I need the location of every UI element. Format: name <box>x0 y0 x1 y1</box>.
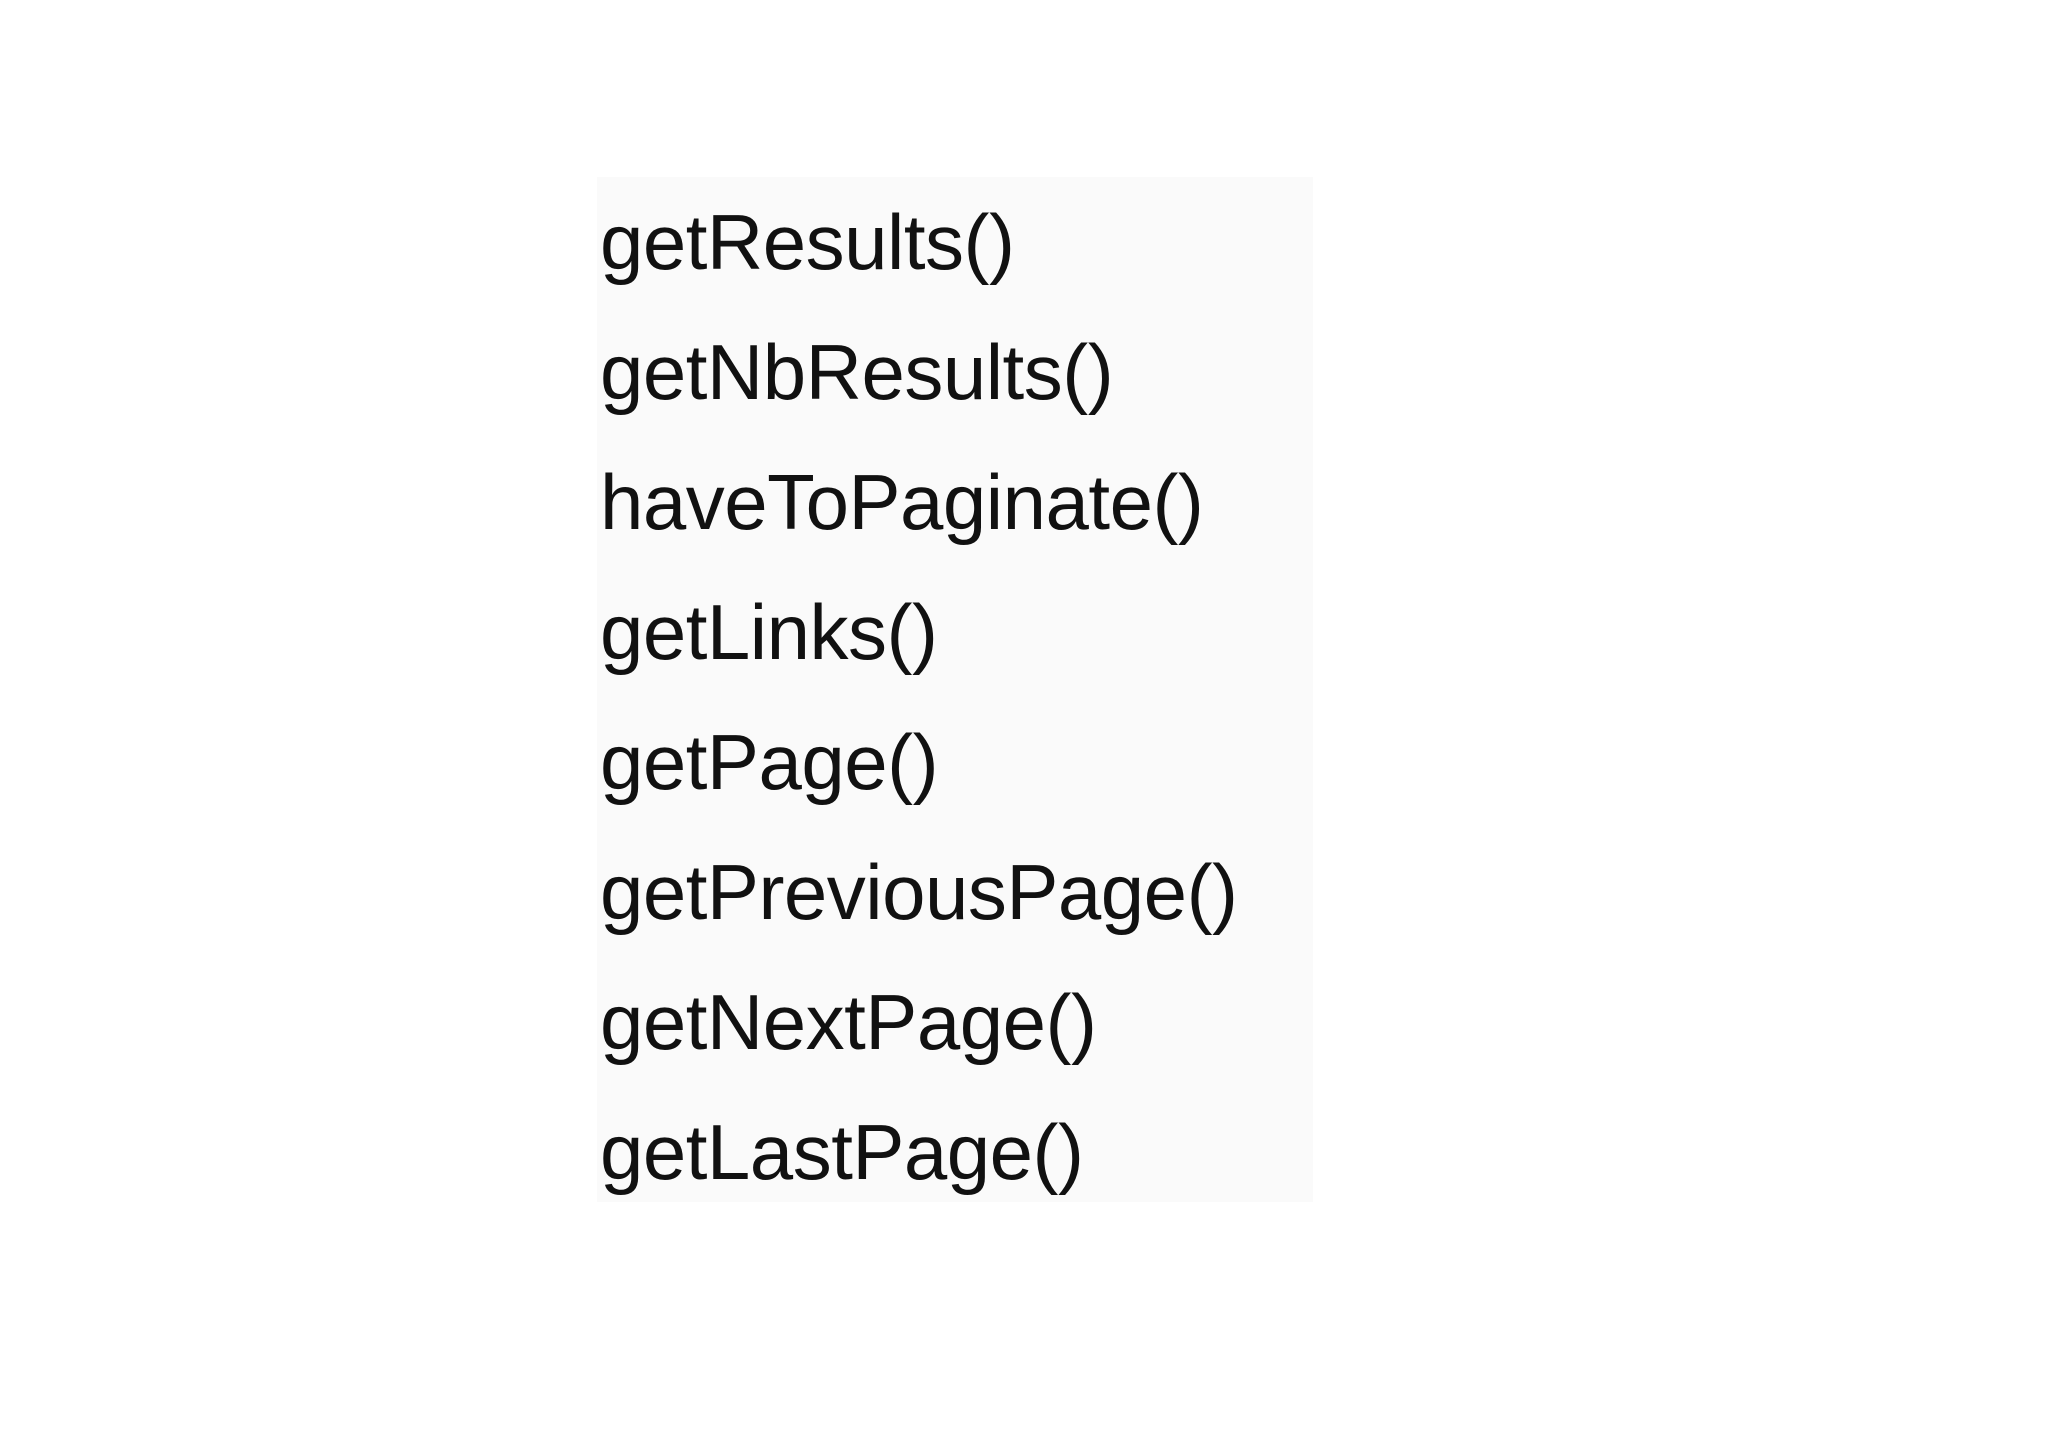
list-item: getPreviousPage() <box>600 848 1238 936</box>
list-item: getLinks() <box>600 588 938 676</box>
list-item: getLastPage() <box>600 1108 1084 1196</box>
list-item: getNextPage() <box>600 978 1097 1066</box>
list-item: getResults() <box>600 198 1015 286</box>
method-list-panel <box>597 177 1313 1202</box>
method-list: getResults() getNbResults() haveToPagina… <box>600 177 1500 1217</box>
list-item: getNbResults() <box>600 328 1114 416</box>
list-item: getPage() <box>600 718 939 806</box>
list-item: haveToPaginate() <box>600 458 1204 546</box>
